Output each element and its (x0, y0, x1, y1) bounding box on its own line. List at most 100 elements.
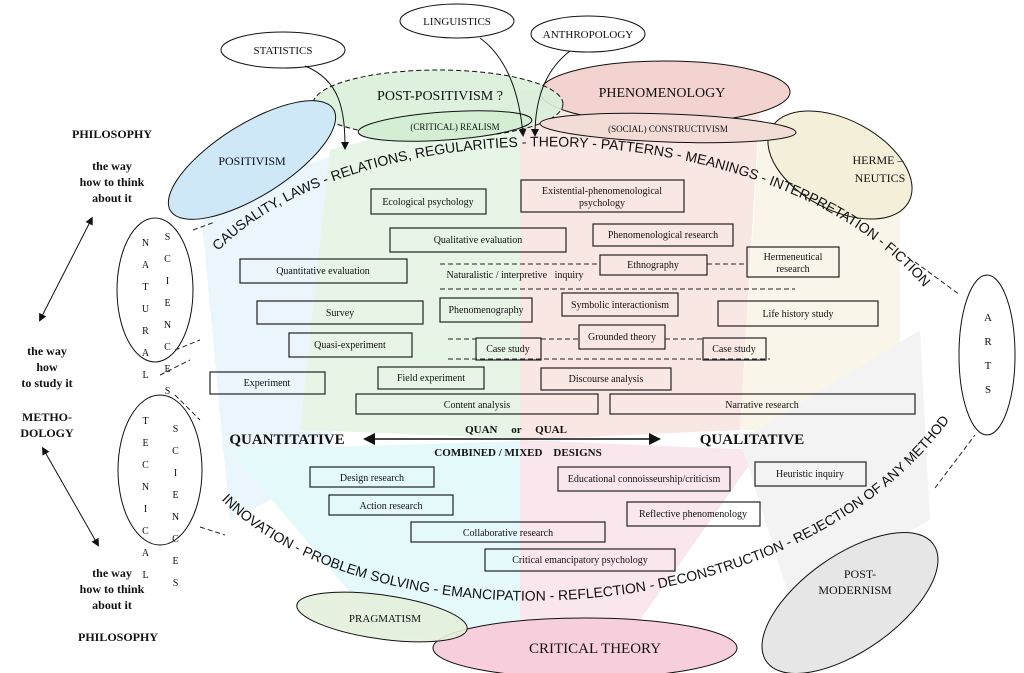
method-life-history-study: Life history study (762, 309, 833, 320)
think-bottom-2: how to think (80, 582, 145, 596)
region-technical (230, 440, 560, 640)
box-content-analysis (355, 393, 599, 415)
method-phenomenography: Phenomenography (449, 305, 524, 316)
box-quantitative-evaluation (239, 258, 408, 284)
think-top-2: how to think (80, 175, 145, 189)
think-bottom-1: the way (92, 566, 132, 580)
anthropology-ellipse (530, 15, 646, 53)
box-hermeneutical-research (746, 246, 840, 278)
linguistics-label: LINGUISTICS (423, 16, 491, 28)
method-case-study: Case study (712, 344, 756, 355)
study-2: how (36, 360, 58, 374)
method-boxes (209, 179, 916, 572)
quan-or-qual-label: QUAN or QUAL (465, 424, 567, 436)
box-discourse-analysis (540, 367, 672, 391)
natural-sciences-ellipse (116, 217, 194, 363)
statistics-arrow (304, 65, 349, 150)
method-hermeneutical-line-2: research (776, 264, 809, 275)
box-symbolic-interactionism (561, 292, 679, 317)
double-arrow-bottom (42, 446, 99, 547)
guide-lines (440, 263, 795, 360)
study-3: to study it (21, 376, 72, 390)
think-top-1: the way (92, 159, 132, 173)
method-field-experiment: Field experiment (397, 373, 465, 384)
method-action-research: Action research (359, 501, 422, 512)
statistics-label: STATISTICS (253, 45, 312, 57)
anthropology-label: ANTHROPOLOGY (543, 29, 634, 41)
box-survey (256, 300, 424, 325)
region-postmodern (740, 330, 930, 600)
method-quasi-experiment: Quasi-experiment (314, 340, 386, 351)
study-1: the way (27, 344, 67, 358)
method-discourse-analysis: Discourse analysis (569, 374, 644, 385)
postmodernism-label-2: MODERNISM (818, 583, 892, 597)
hermeneutics-label-1: HERME – (853, 153, 905, 167)
arts-ellipse (958, 274, 1016, 436)
box-reflective-phenomenology (626, 501, 761, 527)
region-post-positivism (300, 100, 560, 440)
post-positivism-label: POST-POSITIVISM ? (377, 89, 503, 104)
box-educational-connoisseurship (557, 466, 731, 492)
pragmatism-ellipse (296, 591, 468, 643)
method-content-analysis: Content analysis (444, 400, 510, 411)
box-grounded-theory (578, 324, 666, 350)
think-bottom-3: about it (92, 598, 132, 612)
box-narrative-research (609, 393, 916, 415)
method-case-study: Case study (486, 344, 530, 355)
method-grounded-theory: Grounded theory (588, 332, 656, 343)
technical-label: T E C N I C A L (140, 416, 151, 581)
box-existential-phenomenological-psychology (520, 179, 685, 213)
background-regions (200, 90, 930, 640)
box-case-study (475, 337, 542, 361)
critical-theory-ellipse (432, 617, 738, 673)
method-hermeneutical-line-1: Hermeneutical (764, 252, 823, 263)
method-experiment: Experiment (244, 378, 291, 389)
technical-sciences-ellipse (117, 394, 203, 546)
method-labels: Ecological psychology Existential-phenom… (244, 186, 844, 566)
box-action-research (328, 494, 454, 516)
method-ethnography: Ethnography (627, 260, 679, 271)
method-survey: Survey (326, 308, 354, 319)
critical-theory-label: CRITICAL THEORY (529, 641, 661, 657)
think-top-3: about it (92, 191, 132, 205)
philosophy-bottom-label: PHILOSOPHY (78, 630, 158, 644)
social-constructivism-label: (SOCIAL) CONSTRUCTIVISM (608, 124, 728, 134)
critical-realism-label: (CRITICAL) REALISM (410, 122, 499, 132)
statistics-ellipse (220, 31, 346, 69)
box-ecological-psychology (370, 188, 487, 215)
method-ecological-psychology: Ecological psychology (382, 197, 473, 208)
method-heuristic-inquiry: Heuristic inquiry (776, 469, 844, 480)
postmodernism-ellipse (761, 532, 939, 673)
connectors (159, 221, 976, 536)
method-critical-emancipatory-psychology: Critical emancipatory psychology (512, 555, 648, 566)
critical-realism-ellipse (357, 110, 533, 142)
box-critical-emancipatory-psychology (484, 548, 676, 572)
qualitative-label: QUALITATIVE (700, 432, 804, 448)
method-existential-line-2: psychology (579, 198, 625, 209)
arts-label: A R T S (982, 312, 994, 396)
positivism-label: POSITIVISM (218, 154, 286, 168)
box-phenomenological-research (592, 223, 734, 247)
box-field-experiment (377, 366, 485, 390)
pragmatism-label: PRAGMATISM (349, 613, 421, 625)
hermeneutics-label-2: NEUTICS (855, 171, 906, 185)
method-narrative-research: Narrative research (725, 400, 799, 411)
box-heuristic-inquiry (754, 461, 867, 487)
naturalistic-inquiry-label: Naturalistic / interpretive inquiry (447, 270, 584, 281)
method-qualitative-evaluation: Qualitative evaluation (434, 235, 523, 246)
region-phenomenology (520, 90, 760, 440)
box-experiment (209, 371, 326, 395)
philosophy-top-label: PHILOSOPHY (72, 127, 152, 141)
sciences-label-1: S C I E N C E S (162, 232, 173, 397)
box-collaborative-research (410, 521, 606, 543)
method-design-research: Design research (340, 473, 404, 484)
social-constructivism-ellipse (539, 112, 797, 144)
box-qualitative-evaluation (389, 227, 567, 253)
double-arrow-top (39, 216, 93, 322)
methodology-2: DOLOGY (20, 426, 74, 440)
anthropology-arrow (531, 50, 571, 137)
region-critical (520, 440, 760, 630)
combined-mixed-designs-label: COMBINED / MIXED DESIGNS (434, 447, 601, 459)
quantitative-label: QUANTITATIVE (229, 432, 344, 448)
